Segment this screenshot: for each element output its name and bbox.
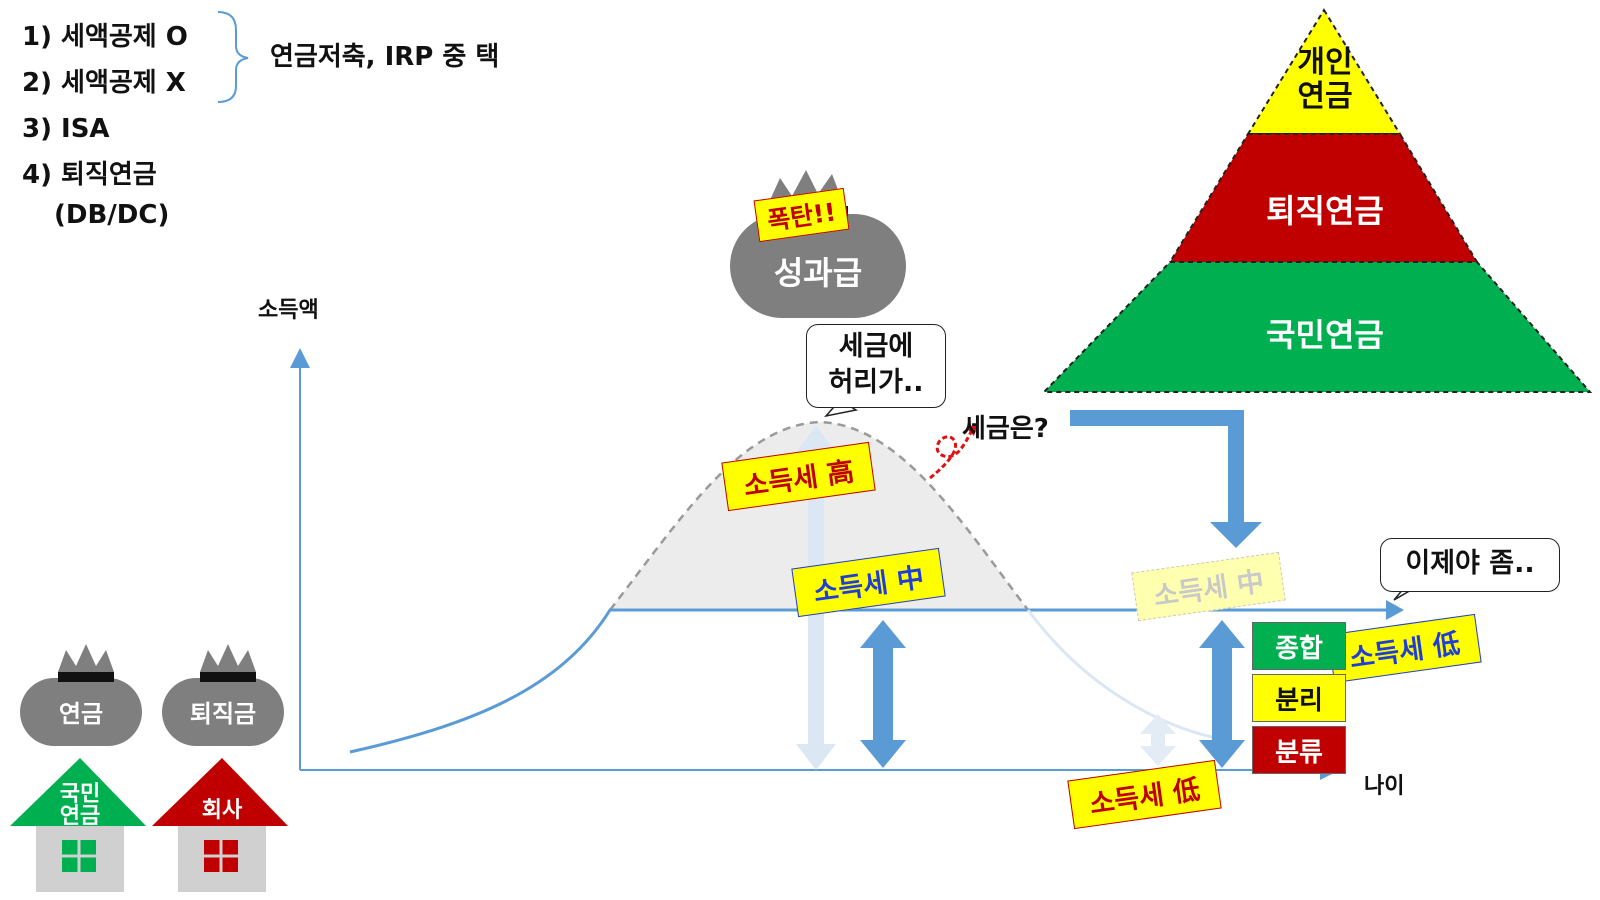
x-axis-label: 나이 <box>1364 774 1405 799</box>
brace-label: 연금저축, IRP 중 택 <box>270 42 500 72</box>
tax-question: 세금은? <box>962 414 1049 444</box>
pyramid-personal-label: 개인 연금 <box>1297 45 1353 114</box>
pension-pyramid <box>1041 8 1593 393</box>
pension-bag-label: 연금 <box>58 700 104 728</box>
tax-waist-bubble: 세금에 허리가.. <box>806 324 946 408</box>
pension-bag <box>20 644 142 746</box>
list-item-4: 4) 퇴직연금 <box>22 160 157 190</box>
severance-bag-label: 퇴직금 <box>189 700 257 728</box>
pyramid-national-label: 국민연금 <box>1266 316 1384 354</box>
national-house-roof-label: 국민 연금 <box>59 782 101 829</box>
list-item-1: 1) 세액공제 O <box>22 22 188 52</box>
list-item-3: 3) ISA <box>22 114 110 144</box>
pyramid-retirement-label: 퇴직연금 <box>1266 192 1384 230</box>
list-item-4-sub: (DB/DC) <box>54 200 170 230</box>
finally-bubble: 이제야 좀.. <box>1380 538 1560 592</box>
tax-flow-arrow <box>1070 410 1262 548</box>
income-curve <box>349 608 1402 754</box>
taxation-box-classified: 분류 <box>1252 726 1346 774</box>
national-house <box>10 758 146 892</box>
right-double-arrow <box>1199 620 1245 768</box>
red-curly-arrow <box>929 429 974 480</box>
taxation-box-comprehensive: 종합 <box>1252 622 1346 670</box>
taxation-box-separate: 분리 <box>1252 674 1346 722</box>
list-item-2: 2) 세액공제 X <box>22 68 186 98</box>
y-axis-label: 소득액 <box>258 298 319 323</box>
list-brace <box>217 11 249 103</box>
bonus-label: 성과급 <box>773 254 863 292</box>
income-curve-decline <box>1026 609 1226 742</box>
company-house-roof-label: 회사 <box>201 798 243 823</box>
account-list: 1) 세액공제 O 2) 세액공제 X 3) ISA 4) 퇴직연금 (DB/D… <box>22 14 188 232</box>
mid-double-arrow <box>860 620 906 768</box>
faded-small-arrow <box>1140 714 1176 766</box>
income-line-arrowhead <box>1386 600 1404 620</box>
company-house <box>152 758 288 892</box>
severance-bag <box>162 644 284 746</box>
